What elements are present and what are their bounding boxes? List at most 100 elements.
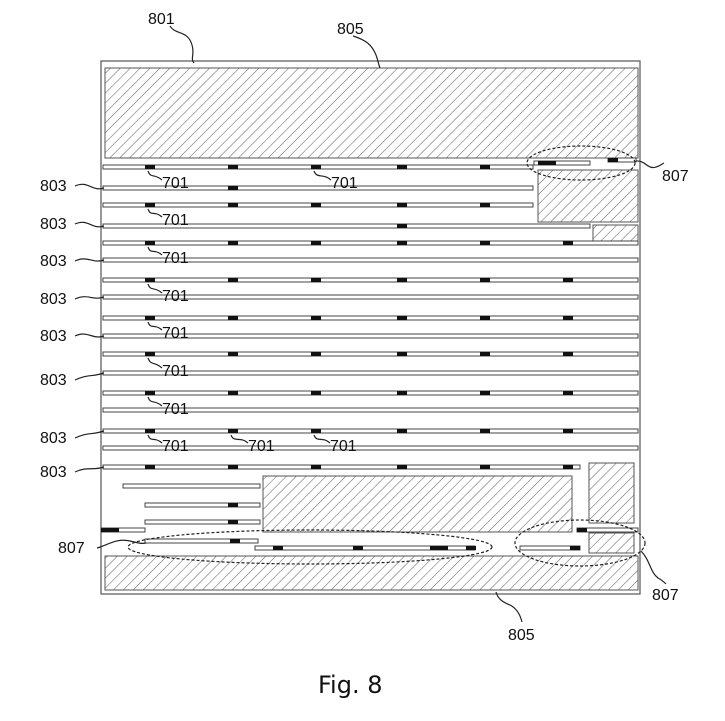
pad (228, 165, 238, 169)
leader-803 (74, 258, 105, 262)
pad (228, 316, 238, 320)
ref-803: 803 (40, 253, 67, 270)
leader-805-bottom (495, 591, 523, 623)
pad (397, 278, 407, 282)
pad (228, 241, 238, 245)
pad (480, 316, 490, 320)
pad (228, 186, 238, 190)
leader-803 (74, 183, 105, 190)
pad (228, 391, 238, 395)
leader-807-right-bottom (640, 550, 667, 585)
leader-701 (147, 208, 163, 218)
leader-801 (169, 25, 195, 64)
pad (538, 161, 556, 165)
leader-803 (74, 372, 105, 381)
leader-701 (313, 434, 331, 444)
ref-807-left-bottom: 807 (58, 540, 85, 557)
right-bottom-tall-hatched-block (588, 462, 635, 524)
pad (480, 429, 490, 433)
ref-701: 701 (162, 438, 189, 455)
leaders-803 (74, 183, 105, 473)
ref-701: 701 (162, 401, 189, 418)
strip (102, 464, 581, 470)
outer-frame (100, 60, 641, 595)
pad (397, 429, 407, 433)
ref-803: 803 (40, 178, 67, 195)
conductive-strips (100, 157, 639, 551)
pad (480, 352, 490, 356)
pad (311, 165, 321, 169)
ref-701: 701 (162, 175, 189, 192)
pad (311, 391, 321, 395)
pad (563, 241, 573, 245)
leader-701 (230, 434, 249, 444)
pad (480, 465, 490, 469)
pad (228, 278, 238, 282)
pad (145, 165, 155, 169)
pad (466, 546, 476, 550)
strip (102, 407, 639, 413)
leader-803 (74, 333, 105, 338)
bottom-right-detail-oval (514, 519, 646, 567)
pad (101, 528, 119, 532)
leaders-701 (147, 170, 332, 444)
pad (570, 546, 580, 550)
pad (230, 539, 240, 543)
right-top-hatched-block (537, 169, 639, 223)
pad (563, 429, 573, 433)
ref-803: 803 (40, 430, 67, 447)
pad (397, 391, 407, 395)
ref-807-right-top: 807 (662, 168, 689, 185)
figure-caption: Fig. 8 (318, 671, 383, 699)
pad (608, 158, 618, 162)
ref-807-right-bottom: 807 (652, 587, 679, 604)
ref-805-top: 805 (337, 21, 364, 38)
right-bottom-small-hatched-block (588, 532, 635, 554)
pad (273, 546, 283, 550)
pad (145, 465, 155, 469)
pad (353, 546, 363, 550)
leader-803 (74, 296, 105, 300)
right-small-hatched-block (592, 224, 639, 242)
pad (397, 316, 407, 320)
pad (145, 316, 155, 320)
pad (480, 241, 490, 245)
strip (102, 240, 639, 246)
pad (228, 503, 238, 507)
pad (397, 465, 407, 469)
pad (228, 203, 238, 207)
pad (145, 203, 155, 207)
pad (311, 316, 321, 320)
top-right-detail-oval (526, 145, 636, 181)
pad (480, 165, 490, 169)
leader-805-top (352, 35, 381, 69)
strip (102, 351, 639, 357)
ref-701: 701 (162, 212, 189, 229)
pad (563, 316, 573, 320)
strip (102, 445, 639, 451)
pad (311, 429, 321, 433)
bottom-left-detail-oval (127, 529, 493, 565)
pad (228, 429, 238, 433)
ref-701: 701 (330, 438, 357, 455)
center-bottom-hatched-block (262, 475, 573, 533)
pad (563, 352, 573, 356)
pad (480, 278, 490, 282)
pad (145, 391, 155, 395)
ref-803: 803 (40, 328, 67, 345)
short-strip (144, 519, 261, 525)
leader-803 (74, 430, 105, 439)
strip (102, 428, 639, 434)
pad (311, 465, 321, 469)
short-strip (144, 502, 261, 508)
pad (228, 465, 238, 469)
pad (311, 278, 321, 282)
ref-701: 701 (162, 288, 189, 305)
pad (228, 352, 238, 356)
pad (397, 203, 407, 207)
leader-701 (147, 357, 163, 369)
pad (397, 241, 407, 245)
leader-807-right-top (635, 160, 665, 169)
